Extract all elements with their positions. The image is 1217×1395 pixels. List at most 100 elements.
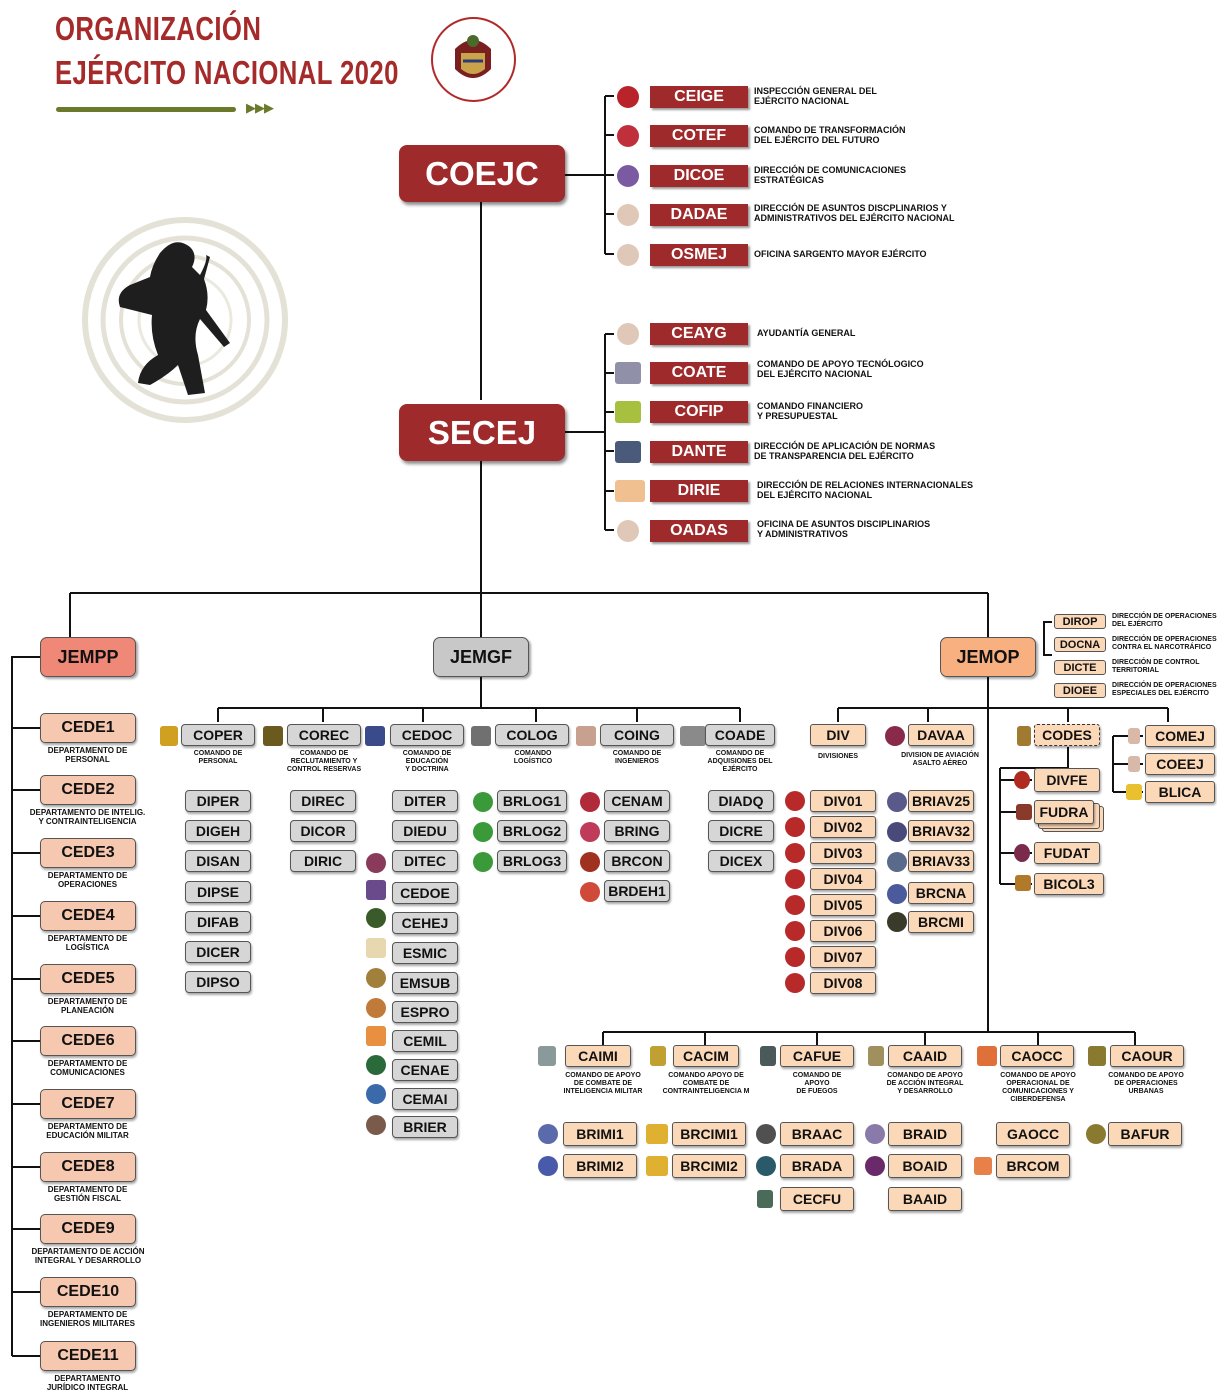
unit-direc[interactable]: DIREC [290,790,356,812]
unit-caaid[interactable]: CAAID [888,1045,962,1067]
unit-cede1[interactable]: CEDE1 [40,713,136,743]
unit-div03[interactable]: DIV03 [810,842,876,864]
unit-div02[interactable]: DIV02 [810,816,876,838]
unit-caour[interactable]: CAOUR [1110,1045,1184,1067]
unit-brlog3[interactable]: BRLOG3 [497,850,567,872]
unit-div05[interactable]: DIV05 [810,894,876,916]
unit-diadq[interactable]: DIADQ [708,790,774,812]
unit-div01[interactable]: DIV01 [810,790,876,812]
unit-blica[interactable]: BLICA [1145,781,1215,803]
unit-coade[interactable]: COADE [705,724,775,746]
unit-cacim[interactable]: CACIM [673,1045,739,1067]
unit-brimi1[interactable]: BRIMI1 [563,1122,637,1146]
unit-cede2[interactable]: CEDE2 [40,775,136,805]
unit-coeej[interactable]: COEEJ [1145,753,1215,775]
unit-div07[interactable]: DIV07 [810,946,876,968]
unit-disan[interactable]: DISAN [185,850,251,872]
unit-cede3[interactable]: CEDE3 [40,838,136,868]
unit-dicoe[interactable]: DICOE [650,165,748,187]
unit-coper[interactable]: COPER [181,724,255,746]
unit-brlog2[interactable]: BRLOG2 [497,820,567,842]
unit-cede8[interactable]: CEDE8 [40,1152,136,1182]
unit-digeh[interactable]: DIGEH [185,820,251,842]
unit-brada[interactable]: BRADA [780,1154,854,1178]
unit-divfe[interactable]: DIVFE [1034,768,1100,792]
unit-corec[interactable]: COREC [287,724,361,746]
jemop-box[interactable]: JEMOP [940,637,1036,677]
unit-div04[interactable]: DIV04 [810,868,876,890]
unit-brcimi1[interactable]: BRCIMI1 [672,1122,746,1146]
unit-dicex[interactable]: DICEX [708,850,774,872]
unit-div06[interactable]: DIV06 [810,920,876,942]
jemgf-box[interactable]: JEMGF [433,637,529,677]
unit-dicte[interactable]: DICTE [1054,660,1106,675]
unit-cecfu[interactable]: CECFU [780,1187,854,1211]
unit-braac[interactable]: BRAAC [780,1122,854,1146]
unit-cemai[interactable]: CEMAI [392,1088,458,1110]
unit-brcom[interactable]: BRCOM [996,1154,1070,1178]
unit-cede11[interactable]: CEDE11 [40,1341,136,1371]
unit-cede7[interactable]: CEDE7 [40,1089,136,1119]
unit-cede10[interactable]: CEDE10 [40,1277,136,1307]
unit-dirop[interactable]: DIROP [1054,614,1106,629]
unit-brcimi2[interactable]: BRCIMI2 [672,1154,746,1178]
unit-ceige[interactable]: CEIGE [650,86,748,108]
unit-cofip[interactable]: COFIP [650,401,748,423]
unit-dicre[interactable]: DICRE [708,820,774,842]
unit-cede9[interactable]: CEDE9 [40,1214,136,1244]
unit-ceayg[interactable]: CEAYG [650,323,748,345]
unit-cemil[interactable]: CEMIL [392,1030,458,1052]
jempp-box[interactable]: JEMPP [40,637,136,677]
unit-dante[interactable]: DANTE [650,441,748,463]
unit-caocc[interactable]: CAOCC [1000,1045,1074,1067]
unit-diedu[interactable]: DIEDU [392,820,458,842]
unit-cedoe[interactable]: CEDOE [392,882,458,904]
unit-fudra[interactable]: FUDRA [1034,800,1094,824]
unit-cafue[interactable]: CAFUE [780,1045,854,1067]
unit-boaid[interactable]: BOAID [888,1154,962,1178]
unit-dadae[interactable]: DADAE [650,204,748,226]
unit-gaocc[interactable]: GAOCC [996,1122,1070,1146]
unit-brlog1[interactable]: BRLOG1 [497,790,567,812]
unit-oadas[interactable]: OADAS [650,520,748,542]
unit-briav25[interactable]: BRIAV25 [908,790,974,812]
unit-brcon[interactable]: BRCON [604,850,670,872]
unit-codes[interactable]: CODES [1034,724,1100,746]
unit-emsub[interactable]: EMSUB [392,972,458,994]
unit-cede5[interactable]: CEDE5 [40,964,136,994]
unit-cede4[interactable]: CEDE4 [40,901,136,931]
unit-coate[interactable]: COATE [650,362,748,384]
unit-baaid[interactable]: BAAID [888,1187,962,1211]
unit-espro[interactable]: ESPRO [392,1001,458,1023]
unit-colog[interactable]: COLOG [495,724,569,746]
unit-cehej[interactable]: CEHEJ [392,912,458,934]
unit-dipso[interactable]: DIPSO [185,971,251,993]
unit-fudat[interactable]: FUDAT [1034,842,1100,864]
unit-esmic[interactable]: ESMIC [392,942,458,964]
unit-brcna[interactable]: BRCNA [908,882,974,904]
unit-dioee[interactable]: DIOEE [1054,683,1106,698]
unit-bafur[interactable]: BAFUR [1108,1122,1182,1146]
unit-coing[interactable]: COING [600,724,674,746]
unit-dirie[interactable]: DIRIE [650,480,748,502]
unit-dicor[interactable]: DICOR [290,820,356,842]
unit-brdeh1[interactable]: BRDEH1 [604,880,670,902]
unit-caimi[interactable]: CAIMI [565,1045,631,1067]
unit-cenae[interactable]: CENAE [392,1059,458,1081]
unit-brcmi[interactable]: BRCMI [908,911,974,933]
unit-bring[interactable]: BRING [604,820,670,842]
unit-brimi2[interactable]: BRIMI2 [563,1154,637,1178]
secej-box[interactable]: SECEJ [399,404,565,461]
unit-osmej[interactable]: OSMEJ [650,244,748,266]
unit-ditec[interactable]: DITEC [392,850,458,872]
unit-cenam[interactable]: CENAM [604,790,670,812]
unit-bicol3[interactable]: BICOL3 [1034,873,1104,895]
unit-briav33[interactable]: BRIAV33 [908,850,974,872]
unit-briav32[interactable]: BRIAV32 [908,820,974,842]
unit-comej[interactable]: COMEJ [1145,725,1215,747]
unit-div08[interactable]: DIV08 [810,972,876,994]
unit-braid[interactable]: BRAID [888,1122,962,1146]
unit-difab[interactable]: DIFAB [185,911,251,933]
unit-davaa[interactable]: DAVAA [908,724,974,746]
unit-cede6[interactable]: CEDE6 [40,1026,136,1056]
